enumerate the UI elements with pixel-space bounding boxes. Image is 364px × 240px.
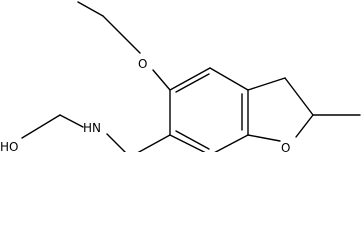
- bond-ring-to-ch2: [247, 77, 286, 91]
- bond-ring-oxygen-to-ring: [247, 134, 281, 142]
- atom-hydroxyl: HO: [0, 140, 18, 152]
- bond-ethyl-terminal: [77, 1, 104, 17]
- ring-bond-5: [169, 134, 206, 152]
- bond-nh-to-ch2: [59, 114, 84, 128]
- atom-amine: HN: [83, 121, 101, 135]
- ring-bond-1-double: [175, 73, 210, 93]
- atom-oxygen-ring: O: [281, 141, 290, 152]
- bond-ethyl-to-oxygen: [102, 15, 141, 54]
- ring-bond-2: [209, 67, 249, 91]
- bond-ch2-to-ch2: [21, 114, 61, 139]
- bond-ch2-to-chme: [284, 77, 314, 116]
- bond-chme-to-ring-oxygen: [295, 114, 314, 138]
- molecule-structure: O O HN HO: [0, 1, 361, 152]
- ring-bond-5-double: [175, 130, 210, 150]
- ring-bond-4: [214, 134, 249, 152]
- bond-ring-to-ch2n: [137, 134, 171, 152]
- ring-bond-1: [169, 67, 211, 91]
- bond-ch2-to-nh: [106, 133, 126, 152]
- atom-oxygen-ethoxy: O: [138, 57, 147, 71]
- bond-oxygen-to-ring: [152, 69, 171, 91]
